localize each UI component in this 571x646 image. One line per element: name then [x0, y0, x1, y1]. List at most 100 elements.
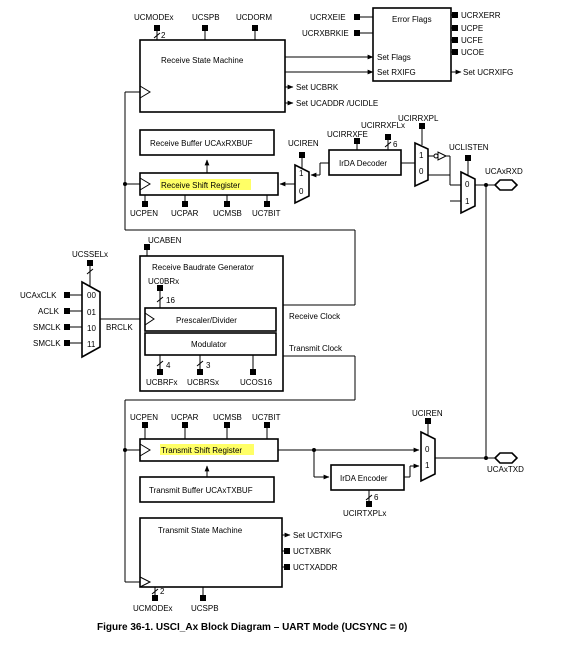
- irda-decoder: IrDA Decoder UCIRRXFE 6 UCIRRXFLx: [310, 121, 405, 178]
- prescaler-divider: Prescaler/Divider: [176, 316, 237, 325]
- irda-encoder-bus-width: 6: [374, 493, 379, 502]
- tx-mux: 0 1 UCIREN: [412, 409, 495, 483]
- receive-state-machine: Receive State Machine 2 UCMODEx UCSPB UC…: [134, 13, 378, 113]
- clock-mux-code-01: 01: [87, 308, 96, 317]
- txd-pin-label: UCAxTXD: [487, 465, 524, 474]
- error-flags-set-rxifg: Set RXIFG: [377, 68, 416, 77]
- clock-mux-select: UCSSELx: [72, 250, 108, 259]
- tsm-output-uctxaddr: UCTXADDR: [293, 563, 338, 572]
- clock-source-smclk-2: SMCLK: [33, 339, 61, 348]
- error-output-ucrxerr: UCRXERR: [461, 11, 501, 20]
- tx-mux-select-uciren: UCIREN: [412, 409, 443, 418]
- irda-decoder-ucirrxfe: UCIRRXFE: [327, 130, 368, 139]
- clock-source-smclk-1: SMCLK: [33, 323, 61, 332]
- rxd-pin: UCAxRXD: [485, 167, 523, 191]
- baudrate-control-ucos16: UCOS16: [240, 378, 273, 387]
- irda-encoder-title: IrDA Encoder: [340, 474, 388, 483]
- transmit-clock-path: [123, 355, 356, 583]
- clock-mux-code-00: 00: [87, 291, 96, 300]
- rx-mux-input-0: 0: [299, 187, 304, 196]
- rsr-control-ucpar: UCPAR: [171, 209, 199, 218]
- tsm-bus-width: 2: [160, 587, 165, 596]
- error-output-ucpe: UCPE: [461, 24, 483, 33]
- tsr-control-ucmsb: UCMSB: [213, 413, 242, 422]
- baudrate-control-ucbrfx: UCBRFx: [146, 378, 178, 387]
- rsm-output-set-ucaddr: Set UCADDR /UCIDLE: [296, 99, 378, 108]
- rxd-pin-label: UCAxRXD: [485, 167, 523, 176]
- irda-polarity-mux: 1 0 UCIRRXPL: [398, 114, 451, 188]
- transmit-shift-register: UCPEN UCPAR UCMSB UC7BIT Transmit Shift …: [130, 413, 420, 480]
- baudrate-generator-title: Receive Baudrate Generator: [152, 263, 254, 272]
- rsm-input-ucmodex: UCMODEx: [134, 13, 174, 22]
- error-output-set-ucrxifg: Set UCRXIFG: [463, 68, 513, 77]
- receive-shift-register: Receive Shift Register UCPEN UCPAR UCMSB…: [130, 172, 295, 218]
- error-output-ucoe: UCOE: [461, 48, 484, 57]
- irda-decoder-bus-width: 6: [393, 140, 398, 149]
- receive-buffer-title: Receive Buffer UCAxRXBUF: [150, 139, 253, 148]
- transmit-clock-label: Transmit Clock: [289, 344, 343, 353]
- tx-mux-input-0: 0: [425, 445, 430, 454]
- listen-mux-input-0: 0: [465, 180, 470, 189]
- polarity-mux-input-0: 0: [419, 167, 424, 176]
- irda-encoder-control: UCIRTXPLx: [343, 509, 386, 518]
- transmit-buffer: Transmit Buffer UCAxTXBUF: [139, 476, 275, 503]
- txd-pin: UCAxTXD: [487, 452, 524, 474]
- error-flags-title: Error Flags: [392, 15, 432, 24]
- irda-decoder-title: IrDA Decoder: [339, 159, 387, 168]
- ucbrsx-bus-width: 3: [206, 361, 211, 370]
- prescaler-bus-width: 16: [166, 296, 175, 305]
- clock-mux-code-10: 10: [87, 324, 96, 333]
- tx-mux-input-1: 1: [425, 461, 430, 470]
- transmit-state-machine: Transmit State Machine Set UCTXIFG UCTXB…: [133, 517, 342, 613]
- listen-mux: 0 1 UCLISTEN: [449, 143, 495, 458]
- polarity-mux-input-1: 1: [419, 151, 424, 160]
- transmit-buffer-title: Transmit Buffer UCAxTXBUF: [149, 486, 253, 495]
- irda-decoder-ucirrxflx: UCIRRXFLx: [361, 121, 405, 130]
- irda-encoder: IrDA Encoder 6 UCIRTXPLx: [330, 463, 420, 518]
- baudrate-generator: Receive Baudrate Generator UCABEN UC0BRx…: [139, 236, 343, 392]
- rx-mux-input-1: 1: [299, 169, 304, 178]
- tsr-control-uc7bit: UC7BIT: [252, 413, 281, 422]
- tsm-output-set-uctxifg: Set UCTXIFG: [293, 531, 342, 540]
- rsr-control-ucpen: UCPEN: [130, 209, 158, 218]
- error-flags-input-ucrxeie: UCRXEIE: [310, 13, 346, 22]
- receive-buffer: Receive Buffer UCAxRXBUF: [139, 129, 275, 173]
- clock-mux-output-brclk: BRCLK: [106, 323, 133, 332]
- receive-state-machine-title: Receive State Machine: [161, 56, 244, 65]
- rsm-output-set-ucbrk: Set UCBRK: [296, 83, 339, 92]
- tsr-control-ucpar: UCPAR: [171, 413, 199, 422]
- tsm-input-ucmodex: UCMODEx: [133, 604, 173, 613]
- figure-caption: Figure 36-1. USCI_Ax Block Diagram – UAR…: [97, 622, 407, 633]
- error-flags: Error Flags Set Flags Set RXIFG UCRXEIE …: [302, 7, 513, 82]
- rx-mux-select-uciren: UCIREN: [288, 139, 319, 148]
- transmit-shift-register-title: Transmit Shift Register: [161, 446, 242, 455]
- clock-source-ucaxclk: UCAxCLK: [20, 291, 57, 300]
- listen-mux-select-uclisten: UCLISTEN: [449, 143, 489, 152]
- receive-clock-path: [123, 91, 356, 306]
- receive-clock-label: Receive Clock: [289, 312, 341, 321]
- tsm-output-uctxbrk: UCTXBRK: [293, 547, 332, 556]
- irda-decoder-mux-select: UCIRRXPL: [398, 114, 439, 123]
- rsr-control-uc7bit: UC7BIT: [252, 209, 281, 218]
- clock-mux-code-11: 11: [87, 340, 96, 349]
- clock-source-aclk: ACLK: [38, 307, 60, 316]
- rsm-input-ucdorm: UCDORM: [236, 13, 272, 22]
- modulator: Modulator: [191, 340, 227, 349]
- error-flags-set-flags: Set Flags: [377, 53, 411, 62]
- rsm-input-ucspb: UCSPB: [192, 13, 220, 22]
- prescaler-control: UC0BRx: [148, 277, 179, 286]
- ucbrfx-bus-width: 4: [166, 361, 171, 370]
- transmit-state-machine-title: Transmit State Machine: [158, 526, 243, 535]
- error-flags-input-ucrxbrkie: UCRXBRKIE: [302, 29, 349, 38]
- baudrate-control-ucbrsx: UCBRSx: [187, 378, 219, 387]
- tsm-input-ucspb: UCSPB: [191, 604, 219, 613]
- baudrate-enable-ucaben: UCABEN: [148, 236, 182, 245]
- error-output-ucfe: UCFE: [461, 36, 483, 45]
- listen-mux-input-1: 1: [465, 197, 470, 206]
- rsr-control-ucmsb: UCMSB: [213, 209, 242, 218]
- clock-mux: 00 01 10 11 UCSSELx UCAxCLK ACLK SMCLK S…: [20, 250, 146, 359]
- tsr-control-ucpen: UCPEN: [130, 413, 158, 422]
- receive-shift-register-title: Receive Shift Register: [161, 181, 240, 190]
- rsm-bus-width: 2: [161, 31, 166, 40]
